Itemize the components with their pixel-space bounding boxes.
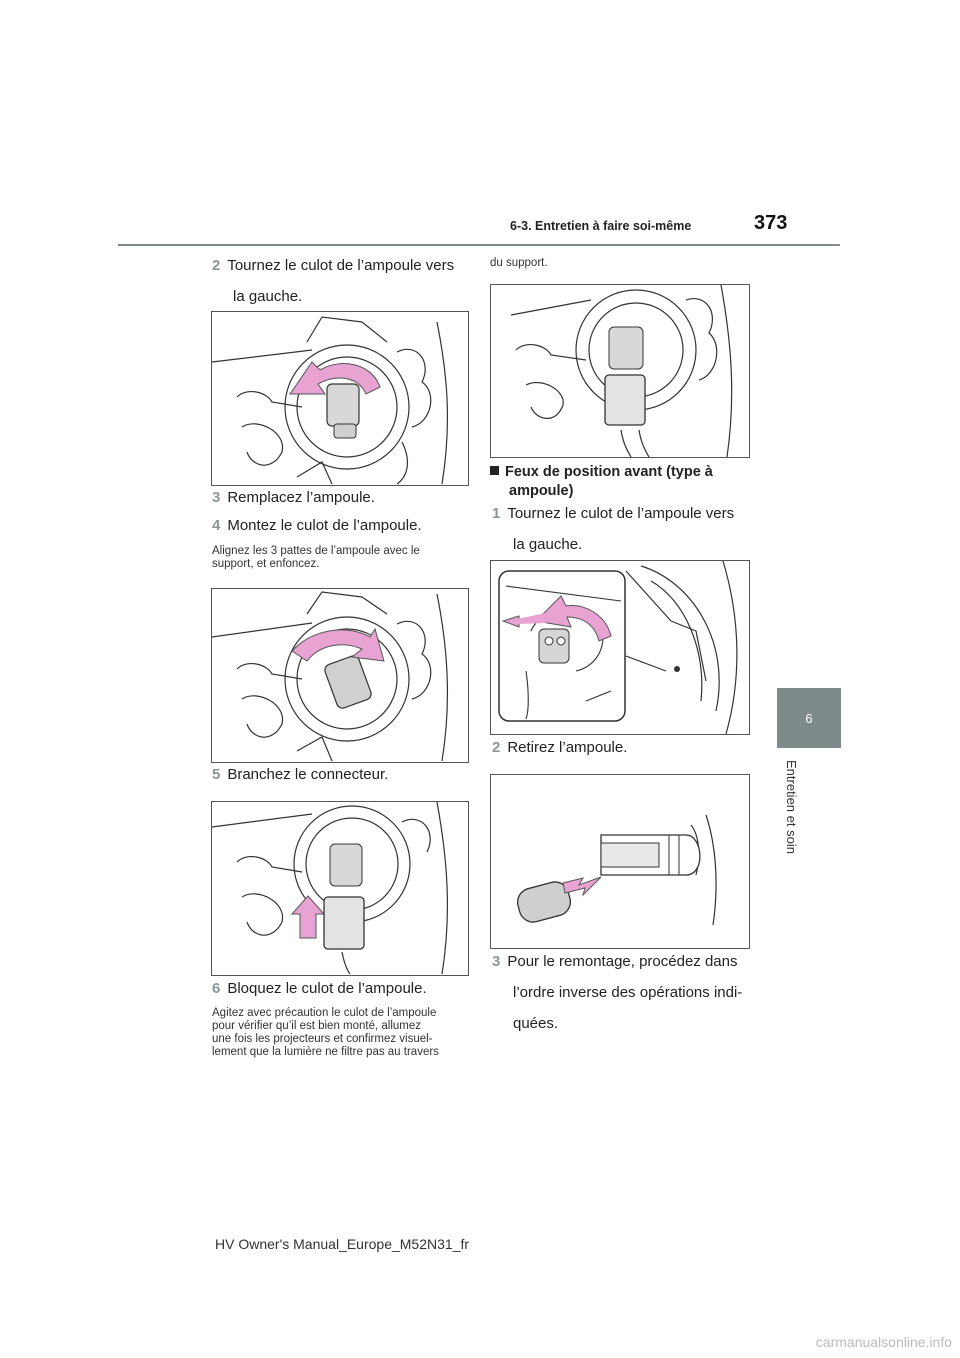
step-text-continued: l’ordre inverse des opérations indi- — [513, 984, 743, 1001]
note-line: support, et enfoncez. — [212, 558, 320, 570]
header-divider — [118, 244, 840, 246]
turn-bulb-illustration — [212, 316, 449, 485]
step-text: Branchez le connecteur. — [227, 766, 389, 783]
step-number: 5 — [212, 766, 221, 783]
step-1-right: 1 Tournez le culot de l’ampoule vers la g… — [492, 500, 734, 558]
note-check-install: Agitez avec précaution le culot de l’amp… — [212, 1007, 439, 1059]
section-title: 6-3. Entretien à faire soi-même — [510, 219, 692, 233]
watermark: carmanualsonline.info — [815, 1334, 952, 1350]
step-2-left: 2 Tournez le culot de l’ampoule vers la g… — [212, 252, 454, 310]
figure-install-bulb-base — [211, 588, 469, 763]
footer-manual-id: HV Owner's Manual_Europe_M52N31_fr — [215, 1236, 470, 1252]
step-number: 1 — [492, 505, 501, 522]
step-number: 2 — [492, 739, 501, 756]
connect-connector-illustration — [212, 802, 449, 975]
install-bulb-illustration — [212, 591, 449, 762]
step-3-left: 3 Remplacez l’ampoule. — [212, 484, 375, 511]
step-text-continued: quées. — [513, 1015, 559, 1032]
note-line: une fois les projecteurs et confirmez vi… — [212, 1033, 433, 1045]
step-text-continued: la gauche. — [513, 536, 583, 553]
step-text: Montez le culot de l’ampoule. — [227, 517, 422, 534]
step-number: 3 — [492, 953, 501, 970]
step-3-right: 3 Pour le remontage, procédez dans l’ordr… — [492, 948, 742, 1037]
note-align-tabs: Alignez les 3 pattes de l’ampoule avec l… — [212, 545, 420, 571]
step-number: 2 — [212, 257, 221, 274]
chapter-tab[interactable]: 6 — [777, 688, 841, 748]
step-text: Pour le remontage, procédez dans — [507, 953, 738, 970]
heading-text: Feux de position avant (type à — [505, 464, 713, 480]
figure-turn-bulb-base — [211, 311, 469, 486]
check-light-illustration — [510, 285, 733, 457]
section-heading-position-lights: Feux de position avant (type à ampoule) — [490, 463, 713, 501]
figure-remove-bulb — [490, 774, 750, 949]
chapter-number: 6 — [805, 710, 813, 726]
note-line: Alignez les 3 pattes de l’ampoule avec l… — [212, 545, 420, 557]
step-5-left: 5 Branchez le connecteur. — [212, 761, 388, 788]
step-number: 3 — [212, 489, 221, 506]
step-number: 6 — [212, 980, 221, 997]
note-line: lement que la lumière ne filtre pas au t… — [212, 1046, 439, 1058]
position-light-illustration — [498, 561, 738, 734]
remove-bulb-illustration — [516, 814, 717, 926]
step-text: Tournez le culot de l’ampoule vers — [227, 257, 455, 274]
heading-text-continued: ampoule) — [509, 483, 574, 499]
note-continued: du support. — [490, 257, 548, 269]
step-text: Tournez le culot de l’ampoule vers — [507, 505, 735, 522]
page-number: 373 — [754, 212, 788, 234]
step-number: 4 — [212, 517, 221, 534]
figure-position-light-turn — [490, 560, 750, 735]
note-line: Agitez avec précaution le culot de l’amp… — [212, 1007, 437, 1019]
heading-bullet — [490, 466, 499, 475]
step-text: Retirez l’ampoule. — [507, 739, 628, 756]
figure-check-light-leak — [490, 284, 750, 458]
step-text: Remplacez l’ampoule. — [227, 489, 375, 506]
note-line: pour vérifier qu’il est bien monté, allu… — [212, 1020, 422, 1032]
chapter-title: Entretien et soin — [783, 760, 803, 860]
step-2-right: 2 Retirez l’ampoule. — [492, 734, 627, 761]
step-6-left: 6 Bloquez le culot de l’ampoule. — [212, 975, 427, 1002]
figure-connect-connector — [211, 801, 469, 976]
step-text-continued: la gauche. — [233, 288, 303, 305]
chapter-title-text: Entretien et soin — [784, 760, 799, 854]
step-text: Bloquez le culot de l’ampoule. — [227, 980, 427, 997]
step-4-left: 4 Montez le culot de l’ampoule. — [212, 512, 422, 539]
